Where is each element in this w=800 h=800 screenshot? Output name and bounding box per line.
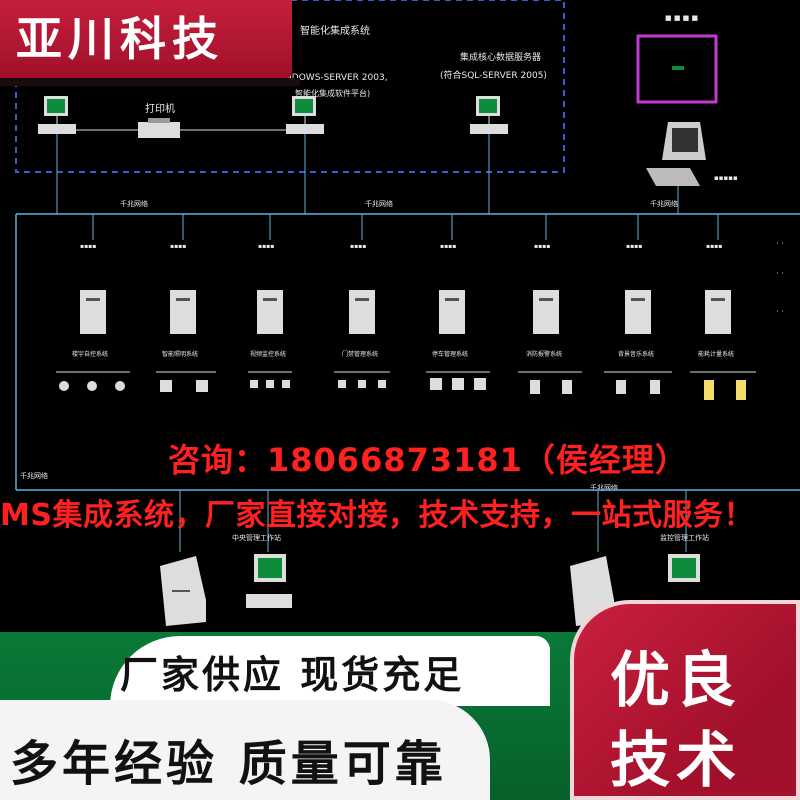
- computer-terminal-icon: ▪▪▪▪▪: [646, 122, 738, 186]
- workstation-icon: [246, 554, 292, 608]
- red-quality-panel: [570, 600, 800, 800]
- svg-text:▪▪▪▪: ▪▪▪▪: [170, 243, 186, 250]
- workstation-icon: [38, 96, 76, 134]
- svg-text:· ·: · ·: [776, 269, 784, 278]
- top-left-title: 智能化集成系统: [300, 24, 370, 37]
- subsystem-column: ▪▪▪▪ 智能照明系统: [156, 214, 216, 392]
- top-right-title: 集成核心数据服务器: [460, 51, 541, 63]
- workstation-icon: [470, 96, 508, 134]
- experience-banner-text: 多年经验 质量可靠: [10, 736, 447, 792]
- bus-label: 千兆网络: [590, 483, 618, 492]
- svg-text:· ·: · ·: [776, 239, 784, 248]
- supply-banner-text: 厂家供应 现货充足: [120, 653, 465, 697]
- white-banner-top: [110, 636, 550, 706]
- bottom-label: 监控管理工作站: [660, 533, 709, 542]
- svg-text:▪▪▪▪: ▪▪▪▪: [80, 243, 96, 250]
- slogan-text: MS集成系统，厂家直接对接，技术支持，一站式服务！: [0, 498, 754, 533]
- bus-label: 千兆网络: [20, 471, 48, 480]
- subsystem-label: 背景音乐系统: [618, 350, 654, 358]
- svg-text:▪▪▪▪▪: ▪▪▪▪▪: [714, 174, 738, 182]
- svg-text:■ ■ ■ ■: ■ ■ ■ ■: [665, 14, 698, 22]
- white-banner-bottom: [0, 700, 490, 800]
- brand-logo: 亚川科技: [0, 0, 292, 78]
- server-icon: [439, 290, 465, 334]
- system-dashed-box: [15, 0, 565, 173]
- subsystem-column: ▪▪▪▪ 楼宇自控系统: [56, 214, 130, 391]
- bus-label: 千兆网络: [365, 199, 393, 208]
- subsystem-column: ▪▪▪▪ 背景音乐系统: [604, 214, 672, 394]
- bottom-label: 中央管理工作站: [232, 533, 281, 542]
- subsystem-label: 楼宇自控系统: [72, 350, 108, 358]
- subsystem-column: ▪▪▪▪ 消防报警系统: [518, 214, 582, 394]
- top-right-sub: (符合SQL-SERVER 2005): [440, 69, 547, 81]
- subsystem-column: ▪▪▪▪ 门禁管理系统: [334, 214, 390, 388]
- server-icon: [257, 290, 283, 334]
- subsystem-column: ▪▪▪▪ 能耗计量系统: [690, 214, 756, 400]
- svg-text:▪▪▪▪: ▪▪▪▪: [534, 243, 550, 250]
- quality-text-line1: 优良: [610, 646, 742, 716]
- workstation-icon: [668, 554, 700, 582]
- printer-icon: [76, 118, 290, 138]
- server-tower-icon: [160, 556, 206, 626]
- svg-text:▪▪▪▪: ▪▪▪▪: [626, 243, 642, 250]
- svg-text:▪▪▪▪: ▪▪▪▪: [258, 243, 274, 250]
- subsystem-column: ▪▪▪▪ 停车管理系统: [426, 214, 490, 390]
- subsystem-label: 消防报警系统: [526, 350, 562, 358]
- svg-text:▪▪▪▪: ▪▪▪▪: [440, 243, 456, 250]
- server-icon: [80, 290, 106, 334]
- svg-text:▪▪▪▪: ▪▪▪▪: [350, 243, 366, 250]
- svg-text:▪▪▪▪: ▪▪▪▪: [706, 243, 722, 250]
- top-left-sub2: 智能化集成软件平台): [295, 88, 370, 98]
- brand-strip: [0, 78, 300, 86]
- subsystem-label: 视频监控系统: [250, 350, 286, 358]
- printer-label: 打印机: [145, 102, 175, 115]
- server-icon: [705, 290, 731, 334]
- top-left-sub: (WINDOWS-SERVER 2003,: [270, 73, 388, 83]
- quality-text-line2: 技术: [610, 726, 742, 796]
- bus-label: 千兆网络: [120, 199, 148, 208]
- server-icon: [349, 290, 375, 334]
- subsystem-label: 停车管理系统: [432, 350, 468, 358]
- contact-phone: 咨询：18066873181（侯经理）: [168, 441, 688, 479]
- server-icon: [625, 290, 651, 334]
- server-icon: [170, 290, 196, 334]
- subsystem-column: ▪▪▪▪ 视频监控系统: [248, 214, 292, 388]
- subsystem-label: 门禁管理系统: [342, 350, 378, 358]
- server-icon: [533, 290, 559, 334]
- subsystem-label: 智能照明系统: [162, 350, 198, 358]
- svg-text:· ·: · ·: [776, 307, 784, 316]
- subsystem-label: 能耗计量系统: [698, 350, 734, 358]
- workstation-icon: [286, 96, 324, 134]
- bus-label: 千兆网络: [650, 199, 678, 208]
